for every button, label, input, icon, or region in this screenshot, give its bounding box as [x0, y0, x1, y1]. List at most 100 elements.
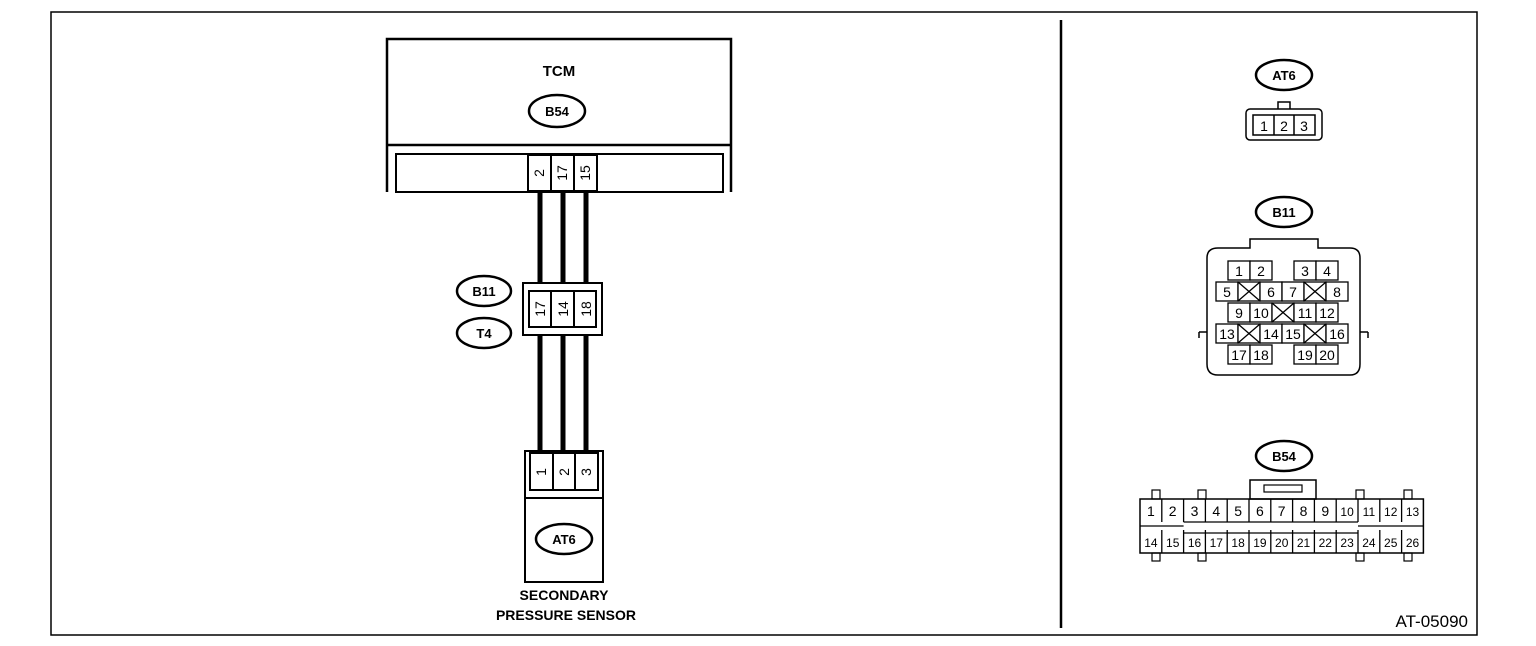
b11-pin-number: 13 — [1219, 326, 1235, 342]
b54-pin-number: 18 — [1231, 536, 1245, 550]
sensor-pin: 1 — [533, 468, 549, 476]
b11-pin-number: 11 — [1298, 305, 1313, 321]
tcm-connector-badge — [527, 93, 587, 129]
sensor-label-line1: SECONDARY — [520, 587, 610, 603]
joint-pin: 18 — [578, 301, 594, 317]
tcm-pin: 17 — [554, 165, 570, 181]
at6-label: AT6 — [552, 532, 576, 547]
b11-pin-number: 12 — [1319, 305, 1335, 321]
b11-blank-pin — [1237, 323, 1261, 344]
b54-pin-number: 4 — [1212, 503, 1220, 519]
sensor-pin: 2 — [556, 468, 572, 476]
b54-pin-number: 22 — [1319, 536, 1333, 550]
b11-badge — [455, 274, 513, 308]
sensor-pin: 3 — [578, 468, 594, 476]
b54-face-label: B54 — [1272, 449, 1297, 464]
at6-face-pin: 1 — [1260, 118, 1268, 134]
t4-badge — [455, 316, 513, 350]
b54-pin-number: 11 — [1363, 505, 1376, 519]
tcm-pin: 15 — [577, 165, 593, 181]
at6-face-view: AT6 1 2 3 — [1245, 58, 1323, 141]
b54-pin-number: 17 — [1210, 536, 1224, 550]
b54-pin-number: 20 — [1275, 536, 1289, 550]
b11-pin-cell — [1315, 302, 1339, 323]
b11-label: B11 — [472, 284, 495, 299]
wire-harness — [537, 192, 589, 451]
b54-pin-number: 14 — [1144, 536, 1158, 550]
b54-pin-number: 23 — [1340, 536, 1354, 550]
diagram-frame — [50, 11, 1478, 636]
b11-pin-number: 3 — [1301, 263, 1309, 279]
b11-pin-number: 20 — [1319, 347, 1335, 363]
b11-pin-number: 4 — [1323, 263, 1331, 279]
b11-pin-cell — [1325, 281, 1349, 302]
b54-pin-number: 24 — [1362, 536, 1376, 550]
figure-id: AT-05090 — [1396, 612, 1468, 631]
joint-pin: 14 — [555, 301, 571, 317]
b54-latch — [1151, 552, 1161, 562]
joint-pin: 17 — [532, 301, 548, 317]
t4-label: T4 — [476, 326, 492, 341]
b11-blank-pin — [1303, 281, 1327, 302]
b11-blank-pin — [1303, 323, 1327, 344]
secondary-pressure-sensor: 1 2 3 AT6 SECONDARY PRESSURE SENSOR — [496, 450, 636, 623]
b54-latch — [1403, 489, 1413, 500]
b54-pin-number: 21 — [1297, 536, 1311, 550]
tcm-unit: TCM B54 2 17 15 — [385, 37, 733, 193]
b54-latch — [1355, 552, 1365, 562]
b11-pin-number: 1 — [1235, 263, 1243, 279]
b11-pin-number: 17 — [1231, 347, 1247, 363]
b11-pin-cell — [1249, 260, 1273, 281]
b11-pin-number: 7 — [1289, 284, 1297, 300]
b54-latch — [1197, 489, 1207, 500]
b54-pin-number: 9 — [1321, 503, 1329, 519]
tcm-pin: 2 — [531, 169, 547, 177]
b54-latch — [1403, 552, 1413, 562]
b54-pin-number: 16 — [1188, 536, 1202, 550]
b11-pin-number: 6 — [1267, 284, 1275, 300]
b54-pin-number: 6 — [1256, 503, 1264, 519]
tcm-title: TCM — [543, 63, 576, 80]
b54-pin-number: 12 — [1384, 505, 1398, 519]
b54-pin-number: 7 — [1278, 503, 1286, 519]
b11-pin-cell — [1325, 323, 1349, 344]
b11-pin-number: 14 — [1263, 326, 1279, 342]
b11-face-label: B11 — [1272, 205, 1295, 220]
b54-pin-number: 15 — [1166, 536, 1180, 550]
b54-pin-number: 1 — [1147, 503, 1155, 519]
b54-latch — [1197, 552, 1207, 562]
b11-pin-cell — [1315, 260, 1339, 281]
b11-pin-cell — [1315, 344, 1339, 365]
b11-pin-number: 15 — [1285, 326, 1301, 342]
b11-pin-number: 19 — [1297, 347, 1313, 363]
joint-connector: 17 14 18 B11 T4 — [455, 274, 603, 350]
b54-latch — [1355, 489, 1365, 500]
b54-pin-number: 19 — [1253, 536, 1267, 550]
b11-pin-number: 16 — [1329, 326, 1345, 342]
b11-pin-number: 8 — [1333, 284, 1341, 300]
b11-pin-number: 2 — [1257, 263, 1265, 279]
b11-pin-cell — [1249, 344, 1273, 365]
at6-face-pin: 2 — [1280, 118, 1288, 134]
tcm-pin-block — [527, 154, 598, 192]
b54-pin-number: 8 — [1300, 503, 1308, 519]
tcm-connector-label: B54 — [545, 104, 570, 119]
at6-face-pin: 3 — [1300, 118, 1308, 134]
b11-blank-pin — [1271, 302, 1295, 323]
b11-blank-pin — [1237, 281, 1261, 302]
sensor-label-line2: PRESSURE SENSOR — [496, 607, 636, 623]
b54-pin-number: 25 — [1384, 536, 1398, 550]
b54-pin-number: 13 — [1406, 505, 1420, 519]
b54-pin-number: 2 — [1169, 503, 1177, 519]
at6-badge — [534, 522, 594, 556]
b11-pin-number: 9 — [1235, 305, 1243, 321]
b54-pin-number: 10 — [1340, 505, 1354, 519]
b54-pin-number: 26 — [1406, 536, 1420, 550]
b54-pin-number: 3 — [1191, 503, 1199, 519]
b54-latch — [1151, 489, 1161, 500]
b11-pin-number: 5 — [1223, 284, 1231, 300]
b11-pin-number: 10 — [1253, 305, 1269, 321]
